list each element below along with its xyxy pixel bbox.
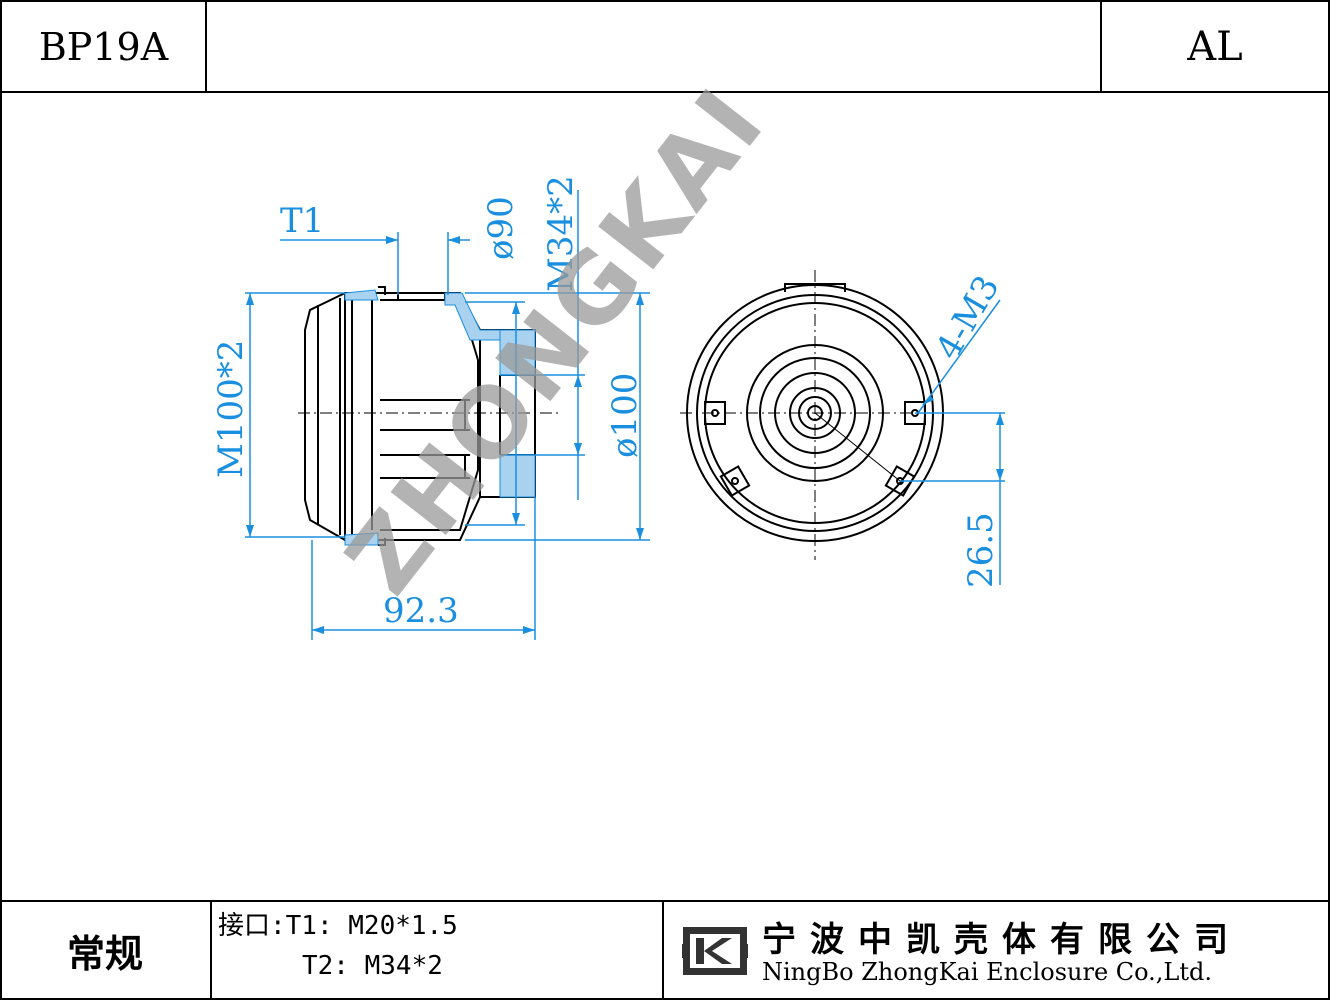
- company-logo-icon: [682, 927, 748, 975]
- dim-d100: ø100: [605, 373, 645, 458]
- ports-line-2: T2: M34*2: [302, 951, 443, 981]
- footer-type: 常规: [0, 900, 212, 1000]
- footer-company: 宁波中凯壳体有限公司 NingBo ZhongKai Enclosure Co.…: [664, 900, 1330, 1000]
- company-name-cn: 宁波中凯壳体有限公司: [762, 920, 1242, 960]
- dim-d90: ø90: [481, 196, 521, 260]
- dimension-arrows: [246, 236, 1004, 634]
- dim-offset: 26.5: [961, 512, 1001, 588]
- section-hatch: [344, 289, 536, 546]
- ports-line-1: 接口:T1: M20*1.5: [218, 911, 458, 941]
- company-name-en: NingBo ZhongKai Enclosure Co.,Ltd.: [762, 958, 1212, 986]
- footer-ports: 接口:T1: M20*1.5 T2: M34*2: [212, 900, 664, 1000]
- dim-m100: M100*2: [211, 340, 251, 478]
- dim-m34: M34*2: [541, 175, 581, 292]
- dim-t1: T1: [280, 201, 324, 241]
- dimension-lines: [245, 190, 1005, 640]
- watermark: ZHONGKAI: [325, 67, 787, 614]
- dim-holes: 4-M3: [928, 269, 1007, 367]
- dim-length: 92.3: [383, 591, 459, 631]
